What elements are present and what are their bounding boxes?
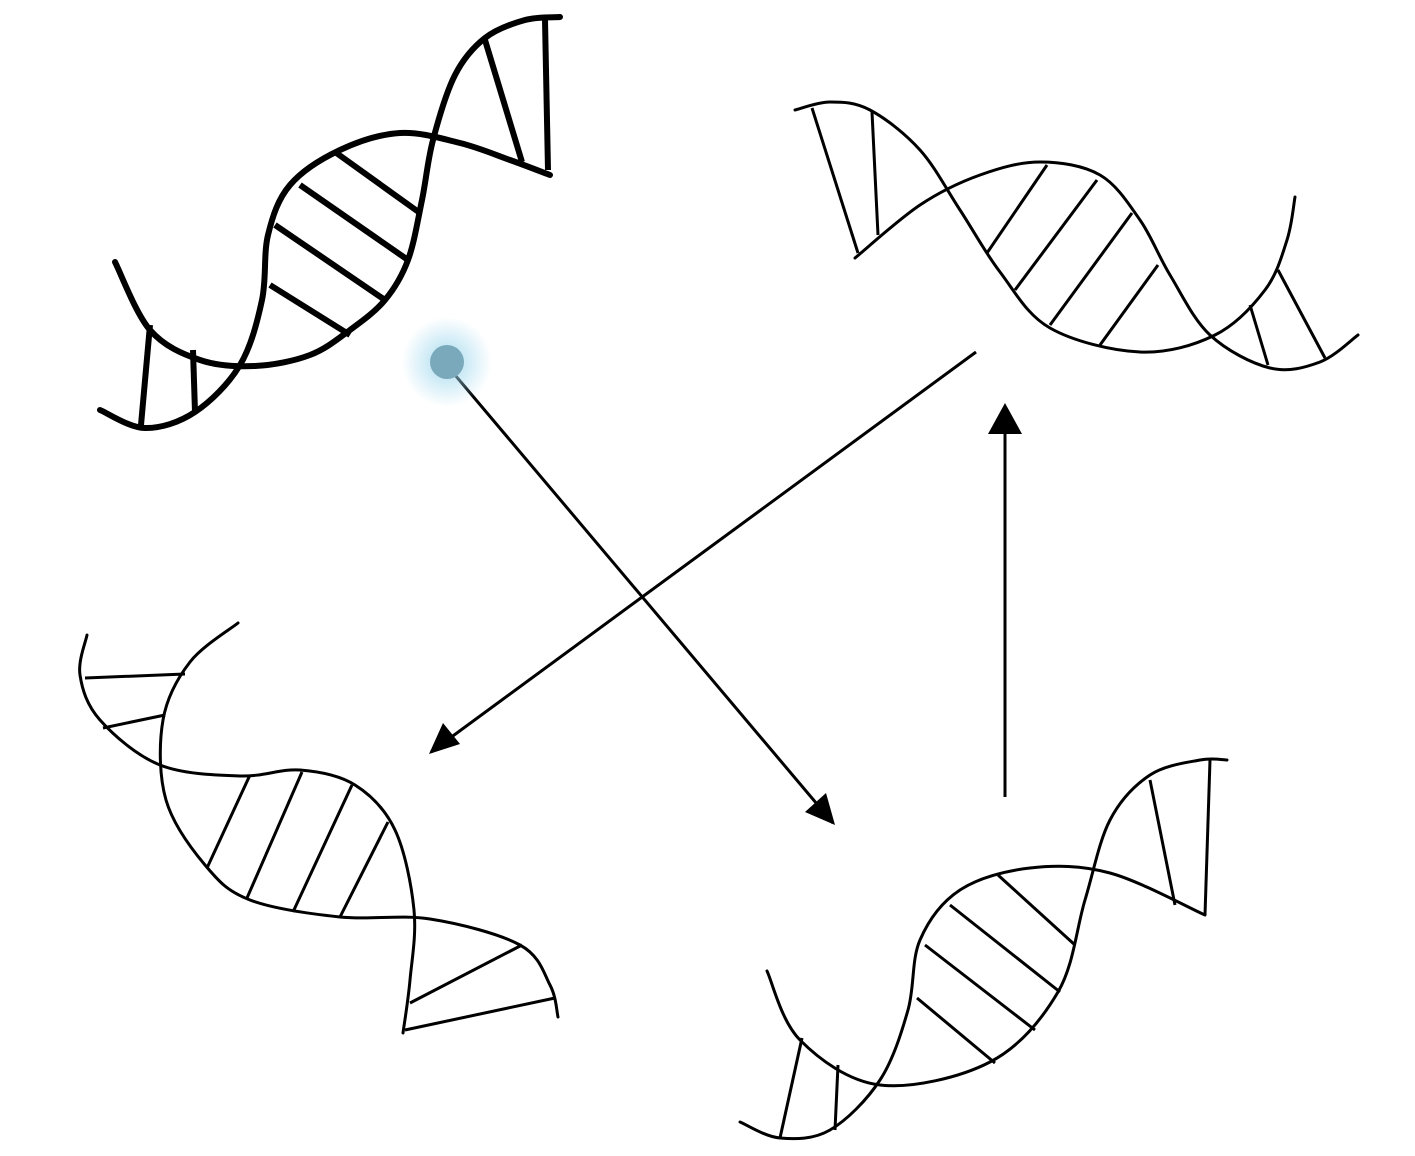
helix-strand-1 — [793, 100, 1297, 354]
base-pair-rung — [1098, 264, 1160, 346]
base-pair-rung — [949, 903, 1061, 994]
base-pair-rung — [245, 771, 304, 899]
helix-strand-2 — [738, 864, 1207, 1141]
base-pair-rung — [333, 149, 422, 216]
arrow-top-left-to-bottom-right — [453, 374, 835, 824]
base-pair-rung — [870, 111, 880, 236]
arrowhead-top-right — [988, 403, 1022, 434]
base-pair-rung — [985, 164, 1049, 254]
dna-helix-bottom-right — [738, 757, 1229, 1141]
base-pair-rung — [833, 1064, 840, 1131]
arrow-top-right-to-bottom-left — [430, 350, 977, 754]
base-pair-rung — [778, 1037, 804, 1139]
dna-helix-bottom-left — [78, 621, 560, 1035]
base-pair-rung — [291, 784, 354, 913]
base-pair-rung — [102, 713, 166, 730]
base-pair-rung — [996, 873, 1077, 947]
helix-strand-1 — [765, 757, 1229, 1088]
base-pair-rung — [916, 996, 996, 1065]
arrowhead-bottom-right — [805, 793, 835, 825]
arrowhead-bottom-left — [429, 723, 460, 754]
base-pair-rung — [273, 222, 387, 303]
base-pair-rung — [138, 324, 153, 426]
base-pair-rung — [268, 282, 352, 338]
helix-strand-2 — [853, 160, 1360, 372]
dna-helix-top-left — [97, 14, 563, 432]
helix-strand-1 — [112, 14, 563, 370]
base-pair-rung — [205, 774, 252, 869]
helix-strand-1 — [78, 633, 417, 1035]
base-pair-rung — [404, 996, 556, 1032]
base-pair-rung — [1148, 779, 1177, 906]
base-pair-rung — [1248, 304, 1270, 366]
base-pair-rung — [190, 349, 198, 413]
base-pair-rung — [542, 19, 551, 171]
base-pair-rung — [409, 943, 523, 1005]
base-pair-rung — [338, 821, 390, 918]
base-pair-rung — [1048, 212, 1134, 326]
helix-strand-2 — [158, 621, 560, 1019]
base-pair-rung — [924, 943, 1036, 1032]
helix-strand-2 — [97, 129, 553, 432]
highlight-dot[interactable] — [430, 345, 464, 379]
base-pair-rung — [1013, 179, 1099, 291]
base-pair-rung — [482, 39, 525, 163]
base-pair-rung — [298, 182, 410, 263]
base-pair-rung — [810, 107, 860, 254]
dna-helix-top-right — [793, 100, 1360, 372]
base-pair-rung — [1203, 759, 1212, 916]
base-pair-rung — [84, 672, 186, 680]
base-pair-rung — [1276, 269, 1327, 359]
